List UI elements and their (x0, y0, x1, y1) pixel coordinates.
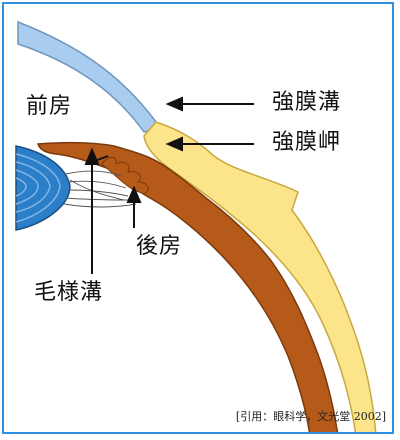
angle-anatomy-diagram (15, 20, 377, 432)
figure-frame: 前房 強膜溝 強膜岬 後房 毛様溝 [引用：眼科学，文光堂 2002] (2, 2, 394, 434)
lens-shape (15, 145, 71, 231)
arrows (84, 96, 254, 274)
zonular-fibers (63, 170, 137, 208)
label-ciliary-sulcus: 毛様溝 (34, 280, 104, 305)
sclera-shape (143, 121, 377, 432)
label-anterior-chamber: 前房 (26, 94, 73, 119)
label-scleral-sulcus: 強膜溝 (272, 90, 342, 115)
label-scleral-spur: 強膜岬 (272, 130, 342, 155)
citation-text: [引用：眼科学，文光堂 2002] (235, 410, 386, 423)
label-posterior-chamber: 後房 (136, 234, 183, 259)
